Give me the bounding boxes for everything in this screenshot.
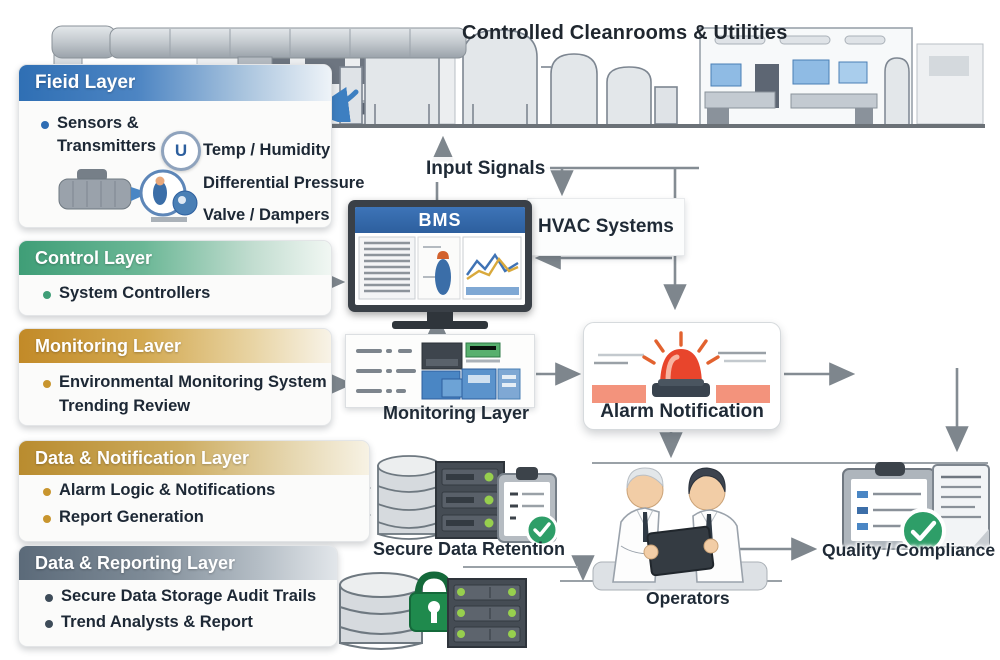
alarm-bar-left — [592, 385, 646, 403]
valve-dampers-label: Valve / Dampers — [203, 206, 330, 224]
humidity-glyph: U — [174, 141, 188, 160]
field-layer-header: Fieid Layer — [19, 65, 331, 101]
siren-rays — [642, 331, 720, 365]
quality-document-icon — [932, 464, 990, 548]
monitoring-layer-card: Monitoring Laver Environmental Monitorin… — [18, 328, 332, 426]
figure-body — [435, 259, 451, 295]
server-icon — [447, 578, 527, 648]
lab-screen — [792, 59, 830, 85]
diff-pressure-label: Differential Pressure — [203, 174, 365, 192]
bullet — [43, 488, 51, 496]
panel-blue-screen — [461, 368, 497, 400]
data-reporting-card: Data & Reporting Layer Secure Data Stora… — [18, 545, 338, 647]
secure-retention-illustration — [377, 455, 559, 545]
monitor-stand-neck — [427, 312, 453, 321]
hand — [703, 538, 719, 554]
lab-room — [699, 27, 913, 127]
gauge-knob — [172, 190, 198, 216]
siren-base — [652, 383, 710, 397]
control-layer-title: Control Layer — [35, 247, 153, 268]
bullet — [43, 291, 51, 299]
operators-label: Operators — [646, 588, 730, 608]
sensors-label-line1: Sensors & — [57, 114, 139, 132]
alarm-notification-card: Alarm Notification — [583, 322, 781, 430]
ems-label-line2: Trending Review — [59, 397, 191, 415]
floor-line — [195, 124, 985, 128]
alarm-illustration — [592, 331, 770, 403]
database-icon — [339, 572, 423, 650]
sensor-pump-icon — [58, 169, 198, 222]
report-generation-label: Report Generation — [59, 508, 204, 526]
monitoring-panel — [345, 334, 535, 408]
operators-illustration — [592, 467, 768, 591]
alarm-notification-label: Alarm Notification — [600, 401, 764, 422]
system-controllers-label: System Controllers — [59, 284, 211, 302]
duct-seams — [169, 29, 411, 57]
bms-screen-content — [358, 236, 522, 300]
operator-left — [612, 467, 664, 583]
server-led — [484, 518, 494, 528]
data-reporting-title: Data & Reporting Layer — [35, 552, 236, 573]
audit-clipboard-icon — [497, 467, 559, 545]
quality-illustration — [842, 462, 990, 554]
field-layer-title: Fieid Layer — [35, 72, 136, 93]
bms-monitor: BMS — [348, 200, 532, 330]
monitoring-panel-label: Monitoring Layer — [383, 403, 530, 423]
chart-axis-bar — [466, 287, 519, 295]
figure-hair — [437, 251, 449, 259]
bms-text-lines — [364, 241, 410, 293]
bullet — [41, 121, 49, 129]
ems-label-line1: Environmental Monitoring System — [59, 373, 327, 391]
bms-screen: BMS — [355, 207, 525, 305]
database-stack-icon — [377, 455, 441, 540]
data-notification-title: Data & Notification Layer — [35, 447, 250, 468]
alarm-bar-right — [716, 385, 770, 403]
data-notification-card: Data & Notification Layer Alarm Logic & … — [18, 440, 370, 542]
secure-storage-illustration — [339, 571, 527, 650]
temp-humidity-label: Temp / Humidity — [203, 141, 331, 159]
sensors-label-line2: Transmitters — [57, 137, 157, 155]
monitoring-layer-header: Monitoring Laver — [19, 329, 331, 363]
control-layer-header: Control Layer — [19, 241, 331, 275]
hvac-systems-label: HVAC Systems — [538, 216, 674, 237]
hand — [643, 544, 659, 560]
lab-screen — [710, 63, 742, 87]
check-badge-icon — [900, 508, 946, 554]
bms-title: BMS — [355, 207, 525, 233]
bms-monitor-frame: BMS — [348, 200, 532, 312]
chart-line-yellow — [466, 256, 519, 280]
alarm-logic-label: Alarm Logic & Notifications — [59, 481, 276, 499]
hvac-systems-box: HVAC Systems — [527, 198, 685, 256]
monitoring-panel-content — [356, 342, 521, 400]
server-rack-icon — [435, 461, 505, 539]
server-led — [484, 472, 494, 482]
data-reporting-header: Data & Reporting Layer — [19, 546, 337, 580]
server-led — [484, 495, 494, 505]
secure-storage-label: Secure Data Storage Audit Trails — [61, 587, 317, 605]
field-layer-card: Fieid Layer Sensors & Transmitters U Tem… — [18, 64, 364, 228]
humidity-icon: U — [161, 131, 201, 171]
bullet — [43, 380, 51, 388]
monitoring-layer-title: Monitoring Laver — [35, 335, 182, 356]
data-notification-header: Data & Notification Layer — [19, 441, 369, 475]
bullet — [43, 515, 51, 523]
control-layer-card: Control Layer System Controllers — [18, 240, 332, 316]
quality-clipboard-icon — [842, 462, 936, 550]
trend-analysts-label: Trend Analysts & Report — [61, 613, 253, 631]
quality-compliance-label: Quality / Compliance — [822, 540, 996, 560]
banner-title: Controlled Cleanrooms & Utilities — [462, 22, 788, 44]
monitor-stand-base — [392, 321, 488, 329]
panel-row-dashes — [356, 349, 416, 393]
bullet — [45, 594, 53, 602]
input-signals-label: Input Signals — [421, 157, 551, 181]
secure-retention-label: Secure Data Retention — [373, 539, 566, 559]
bullet — [45, 620, 53, 628]
lab-screen — [838, 61, 868, 84]
